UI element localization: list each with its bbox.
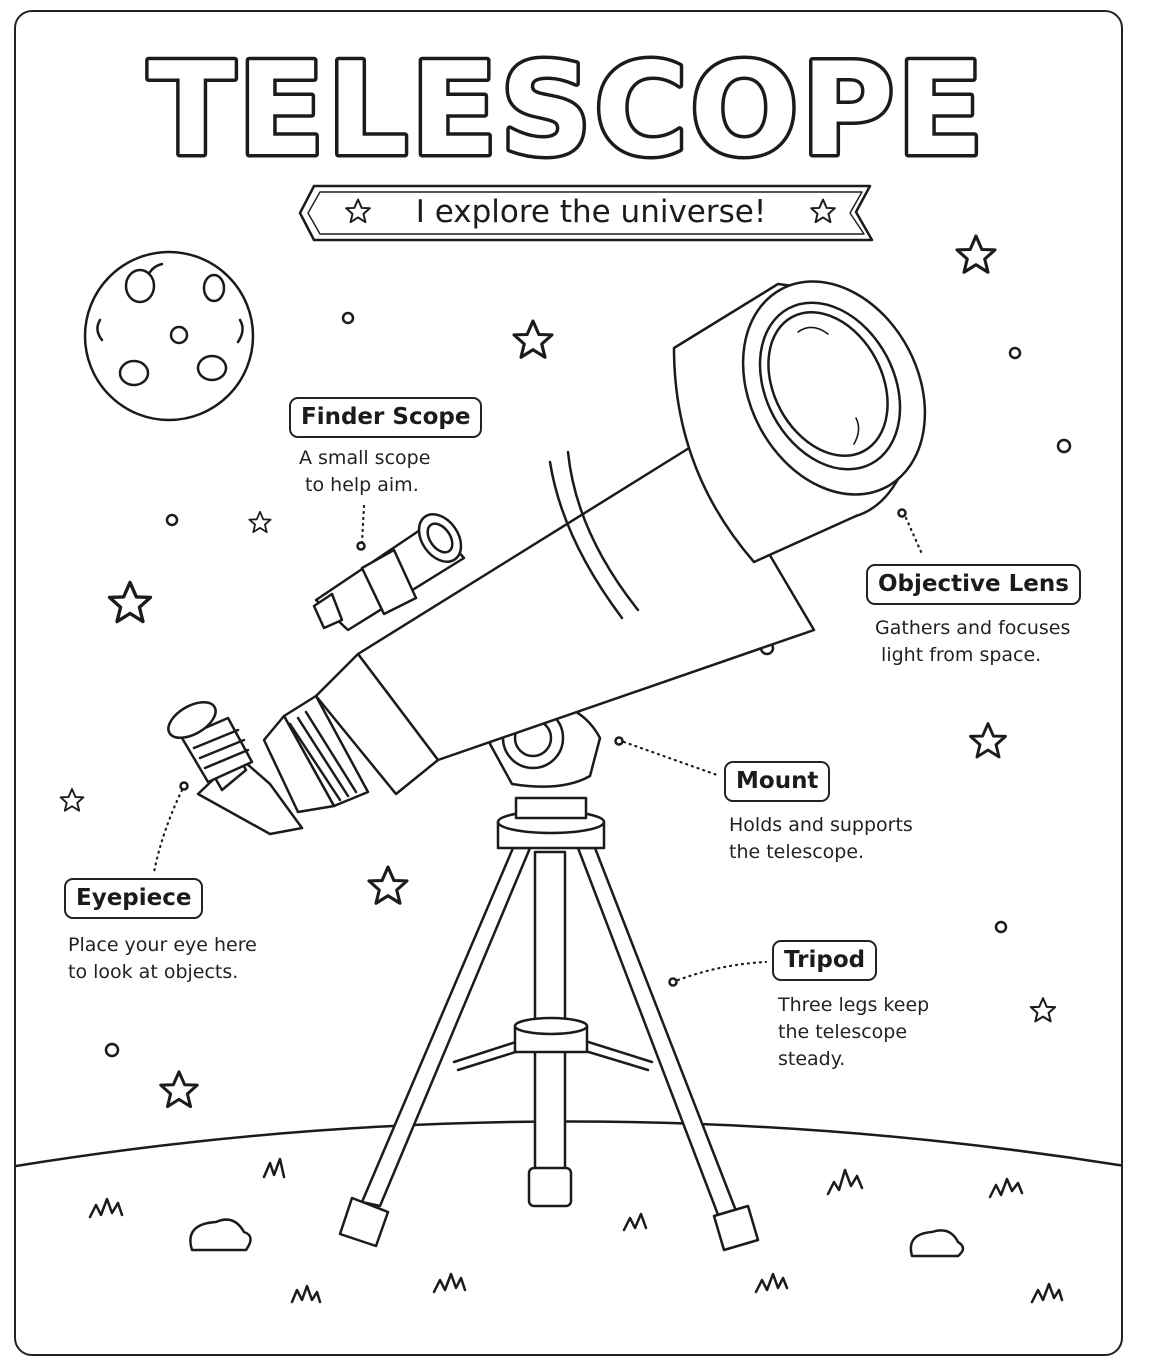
eyepiece-description: Place your eye here to look at objects. bbox=[68, 934, 257, 983]
star-icon bbox=[512, 319, 554, 359]
finder-scope bbox=[312, 513, 466, 632]
tripod-description: Three legs keep the telescope steady. bbox=[778, 994, 930, 1070]
subtitle-text: I explore the universe! bbox=[416, 194, 767, 230]
tripod bbox=[338, 796, 760, 1252]
star-icon bbox=[1029, 997, 1057, 1023]
coloring-page: TELESCOPE I explore the universe! bbox=[14, 10, 1123, 1356]
moon-icon bbox=[83, 250, 255, 422]
eyepiece-assembly bbox=[167, 700, 304, 836]
star-icon bbox=[59, 788, 85, 812]
page-title: TELESCOPE bbox=[148, 36, 986, 185]
star-icon bbox=[159, 1070, 199, 1109]
mount-label: Mount bbox=[724, 761, 831, 802]
rock-icon bbox=[189, 1218, 252, 1252]
telescope-illustration bbox=[167, 280, 927, 1252]
objective-lens-label: Objective Lens bbox=[866, 564, 1081, 605]
finder-scope-label: Finder Scope bbox=[289, 397, 483, 438]
dew-shield bbox=[672, 280, 927, 564]
tripod-label: Tripod bbox=[772, 940, 878, 981]
focuser bbox=[262, 652, 440, 814]
star-icon bbox=[107, 580, 153, 624]
objective-lens-description: Gathers and focuses light from space. bbox=[875, 617, 1071, 666]
grass-tuft-icon bbox=[88, 1157, 1064, 1304]
rock-icon bbox=[909, 1229, 965, 1258]
eyepiece-label: Eyepiece bbox=[64, 878, 204, 919]
star-icon bbox=[969, 722, 1007, 759]
subtitle-banner: I explore the universe! bbox=[298, 184, 874, 242]
star-icon bbox=[955, 234, 997, 274]
star-icon bbox=[367, 865, 409, 905]
star-icon bbox=[248, 510, 272, 533]
leader-lines bbox=[152, 504, 924, 987]
finder-scope-description: A small scope to help aim. bbox=[299, 447, 431, 496]
ground bbox=[16, 1120, 1121, 1304]
coloring-illustration: TELESCOPE I explore the universe! bbox=[16, 33, 1121, 1304]
mount-description: Holds and supports the telescope. bbox=[729, 814, 913, 863]
